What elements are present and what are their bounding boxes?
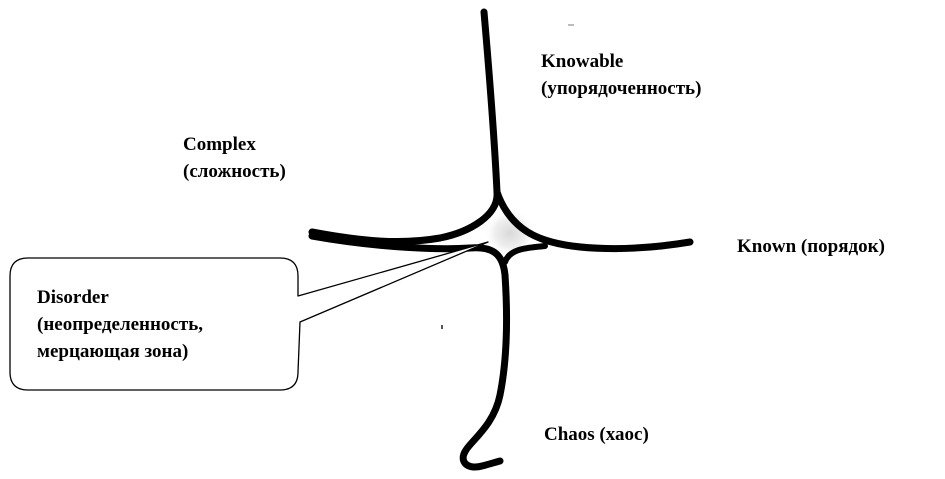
knowable-domain-label: Knowable (упорядоченность) [541, 48, 701, 102]
complex-domain-label: Complex (сложность) [183, 131, 286, 185]
knowable-subtitle: (упорядоченность) [541, 75, 701, 102]
known-title: Known (порядок) [737, 233, 885, 260]
disorder-subtitle-1: (неопределенность, [37, 311, 203, 338]
complex-subtitle: (сложность) [183, 158, 286, 185]
disorder-title: Disorder [37, 284, 203, 311]
chaos-title: Chaos (хаос) [544, 421, 649, 448]
chaos-domain-label: Chaos (хаос) [544, 421, 649, 448]
disorder-callout-text: Disorder (неопределенность, мерцающая зо… [37, 284, 203, 365]
disorder-subtitle-2: мерцающая зона) [37, 338, 203, 365]
knowable-title: Knowable [541, 48, 701, 75]
known-domain-label: Known (порядок) [737, 233, 885, 260]
speck-mark [441, 325, 443, 329]
complex-title: Complex [183, 131, 286, 158]
speck-mark-top [568, 24, 574, 26]
boundary-top-left [312, 12, 497, 242]
